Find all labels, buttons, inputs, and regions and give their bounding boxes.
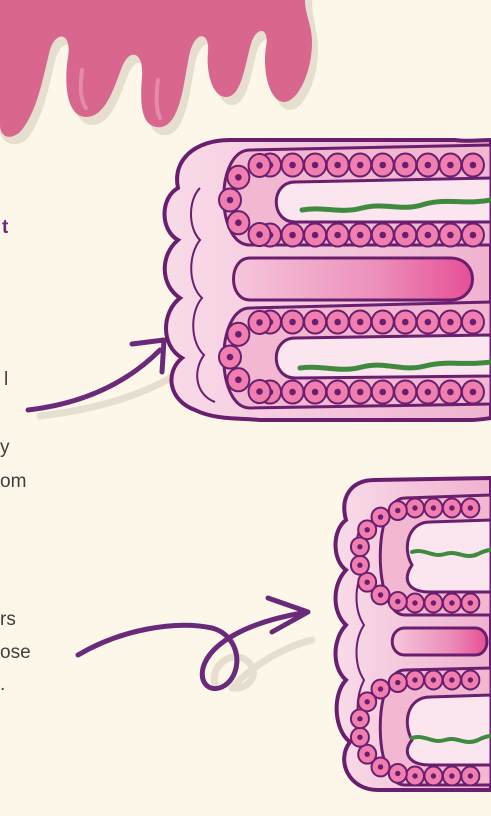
intestine-top-lumen-lower [276, 335, 491, 378]
cell-nucleus [357, 319, 364, 326]
cell-nucleus [449, 505, 454, 510]
cell-nucleus [312, 232, 319, 239]
cell-nucleus [235, 219, 242, 226]
arrow-bottom-shaft [78, 613, 302, 689]
cell-nucleus [425, 319, 432, 326]
cell-nucleus [357, 232, 364, 239]
cell-nucleus [412, 677, 417, 682]
cell-nucleus [227, 197, 234, 204]
intestine-top [165, 140, 491, 420]
cell-nucleus [470, 232, 477, 239]
cell-nucleus [402, 232, 409, 239]
cell-nucleus [235, 376, 242, 383]
cell-nucleus [425, 232, 432, 239]
arrow-top [28, 340, 180, 416]
arrow-top-shadow [40, 372, 180, 416]
cell-nucleus [412, 600, 417, 605]
intestine-bottom [336, 478, 491, 790]
text-fragment: ose [0, 642, 31, 663]
cell-nucleus [449, 677, 454, 682]
cell-nucleus [379, 232, 386, 239]
cell-nucleus [395, 599, 400, 604]
cell-nucleus [312, 389, 319, 396]
cell-nucleus [334, 162, 341, 169]
cell-nucleus [378, 514, 383, 519]
cell-nucleus [289, 389, 296, 396]
cell-nucleus [468, 600, 473, 605]
cell-nucleus [379, 389, 386, 396]
text-fragment-bold: t [2, 217, 9, 238]
cell-nucleus [364, 579, 369, 584]
cell-nucleus [425, 389, 432, 396]
cell-nucleus [468, 505, 473, 510]
cell-nucleus [235, 174, 242, 181]
cell-nucleus [395, 680, 400, 685]
cell-nucleus [334, 232, 341, 239]
cell-nucleus [470, 389, 477, 396]
text-fragment: rs [0, 609, 16, 630]
cell-nucleus [447, 232, 454, 239]
cell-nucleus [378, 686, 383, 691]
intestine-bottom-lumen-lower [407, 695, 491, 765]
cell-nucleus [402, 389, 409, 396]
cell-nucleus [256, 162, 263, 169]
cell-nucleus [431, 600, 436, 605]
cell-nucleus [447, 319, 454, 326]
cell-nucleus [364, 527, 369, 532]
arrow-bottom [78, 598, 312, 689]
cell-nucleus [357, 162, 364, 169]
arrow-top-shaft [28, 350, 160, 410]
cell-nucleus [334, 389, 341, 396]
cell-nucleus [402, 162, 409, 169]
cell-nucleus [395, 508, 400, 513]
cell-nucleus [468, 677, 473, 682]
cell-nucleus [470, 162, 477, 169]
intestine-top-center-fold [234, 258, 473, 300]
cell-nucleus [378, 764, 383, 769]
cell-nucleus [468, 773, 473, 778]
cell-nucleus [447, 162, 454, 169]
cell-nucleus [235, 331, 242, 338]
cell-nucleus [449, 600, 454, 605]
cell-nucleus [364, 699, 369, 704]
cell-nucleus [227, 354, 234, 361]
cell-nucleus [357, 735, 362, 740]
cell-nucleus [357, 716, 362, 721]
cell-nucleus [289, 162, 296, 169]
cell-nucleus [379, 319, 386, 326]
cell-nucleus [357, 544, 362, 549]
cell-nucleus [256, 231, 263, 238]
cell-nucleus [379, 162, 386, 169]
cell-nucleus [256, 319, 263, 326]
cell-nucleus [449, 773, 454, 778]
cell-nucleus [412, 505, 417, 510]
cell-nucleus [431, 505, 436, 510]
cell-nucleus [431, 773, 436, 778]
drip-decoration [0, 0, 318, 144]
cell-nucleus [425, 162, 432, 169]
text-fragment: . [0, 674, 5, 695]
cell-nucleus [412, 773, 417, 778]
cell-nucleus [289, 232, 296, 239]
cell-nucleus [395, 771, 400, 776]
text-fragment: y [0, 437, 10, 458]
cell-nucleus [402, 319, 409, 326]
cell-nucleus [378, 592, 383, 597]
text-fragment: l [4, 369, 8, 390]
text-fragment: om [0, 471, 26, 492]
cell-nucleus [431, 677, 436, 682]
cell-nucleus [470, 319, 477, 326]
cell-nucleus [312, 162, 319, 169]
cell-nucleus [256, 388, 263, 395]
cell-nucleus [357, 563, 362, 568]
cell-nucleus [289, 319, 296, 326]
intestine-bottom-center-fold [392, 628, 487, 655]
intestine-bottom-lumen-upper [407, 520, 491, 592]
cell-nucleus [447, 389, 454, 396]
cell-nucleus [334, 319, 341, 326]
cell-nucleus [364, 751, 369, 756]
cell-nucleus [312, 319, 319, 326]
cell-nucleus [357, 389, 364, 396]
